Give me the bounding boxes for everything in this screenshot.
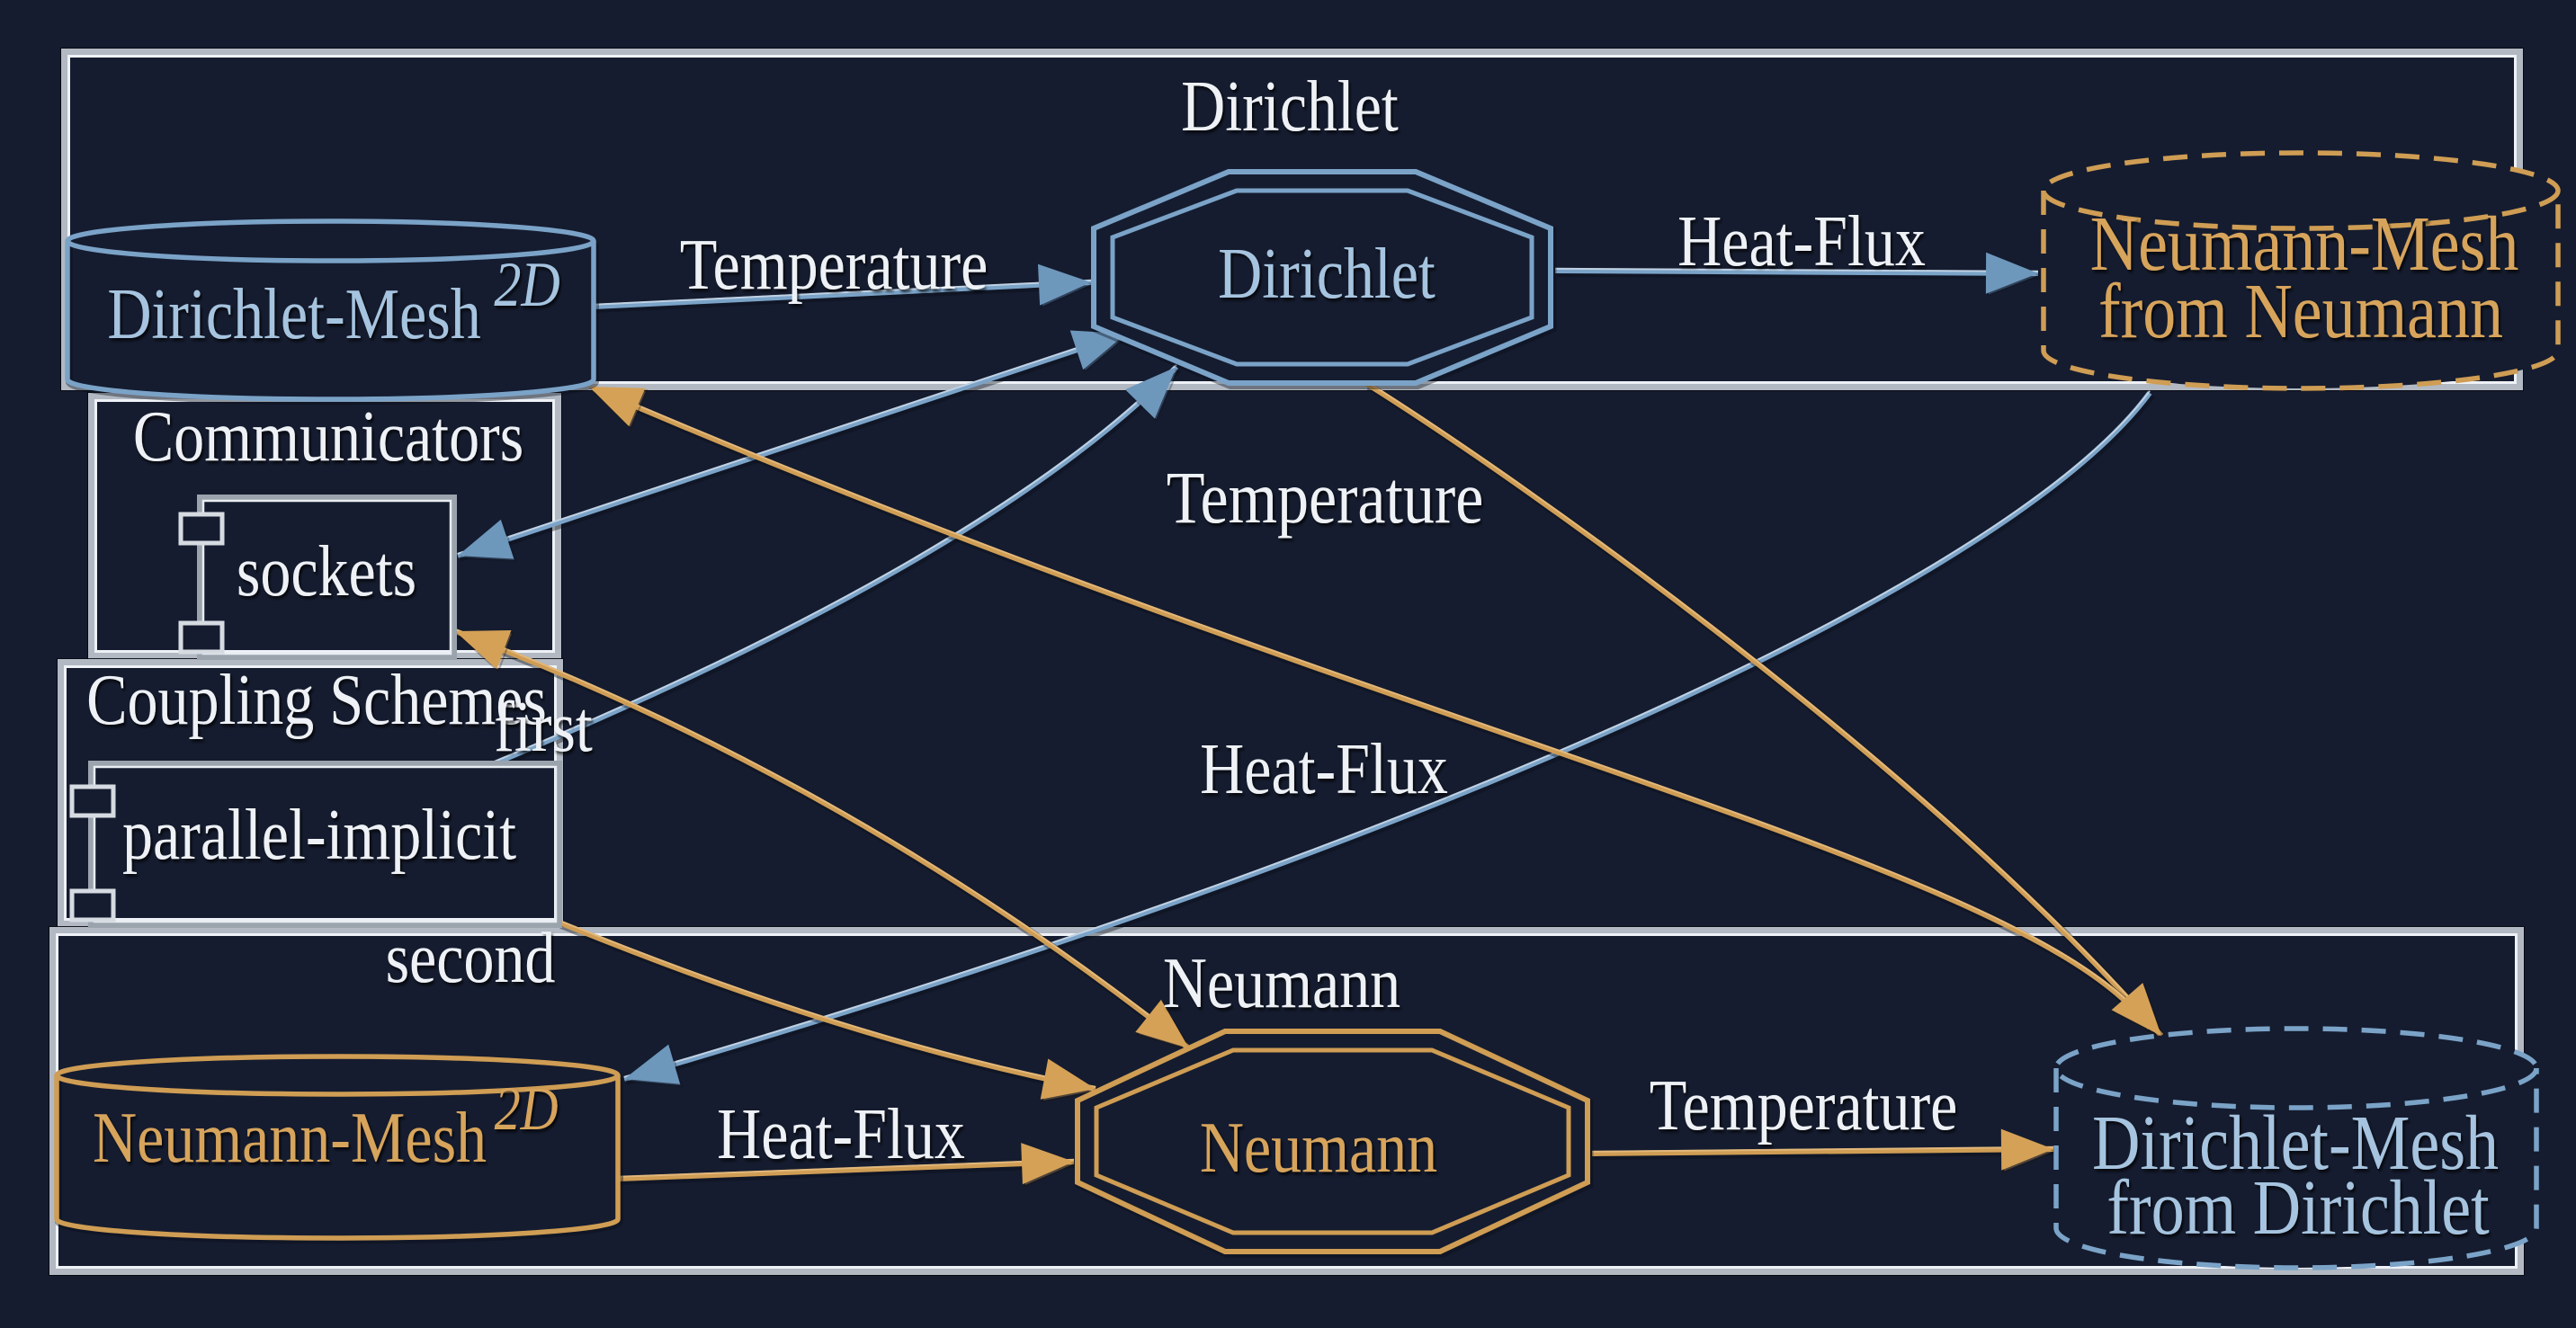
svg-text:first: first xyxy=(494,688,593,767)
svg-text:Dirichlet-Mesh: Dirichlet-Mesh xyxy=(2092,1099,2499,1186)
svg-text:Dirichlet: Dirichlet xyxy=(1218,235,1436,314)
svg-text:sockets: sockets xyxy=(237,532,416,611)
svg-text:Coupling Schemes: Coupling Schemes xyxy=(86,661,547,740)
svg-text:from Neumann: from Neumann xyxy=(2098,267,2503,354)
svg-text:Neumann-Mesh: Neumann-Mesh xyxy=(93,1099,487,1178)
svg-text:Heat-Flux: Heat-Flux xyxy=(1677,202,1926,281)
svg-text:Communicators: Communicators xyxy=(133,397,523,477)
svg-text:Neumann-Mesh: Neumann-Mesh xyxy=(2090,200,2519,287)
svg-text:Heat-Flux: Heat-Flux xyxy=(717,1095,965,1174)
svg-text:Heat-Flux: Heat-Flux xyxy=(1200,730,1448,809)
svg-text:Dirichlet-Mesh: Dirichlet-Mesh xyxy=(107,275,480,354)
svg-text:second: second xyxy=(386,919,556,998)
svg-text:Neumann: Neumann xyxy=(1163,944,1400,1023)
svg-text:Neumann: Neumann xyxy=(1200,1109,1437,1188)
svg-text:parallel-implicit: parallel-implicit xyxy=(122,796,516,875)
svg-text:from Dirichlet: from Dirichlet xyxy=(2106,1163,2490,1251)
svg-text:2D: 2D xyxy=(495,1074,559,1144)
svg-text:Temperature: Temperature xyxy=(1167,457,1484,539)
svg-text:Temperature: Temperature xyxy=(1650,1066,1958,1145)
svg-text:2D: 2D xyxy=(494,251,559,321)
svg-text:Dirichlet: Dirichlet xyxy=(1181,67,1399,147)
svg-text:Temperature: Temperature xyxy=(680,226,988,305)
